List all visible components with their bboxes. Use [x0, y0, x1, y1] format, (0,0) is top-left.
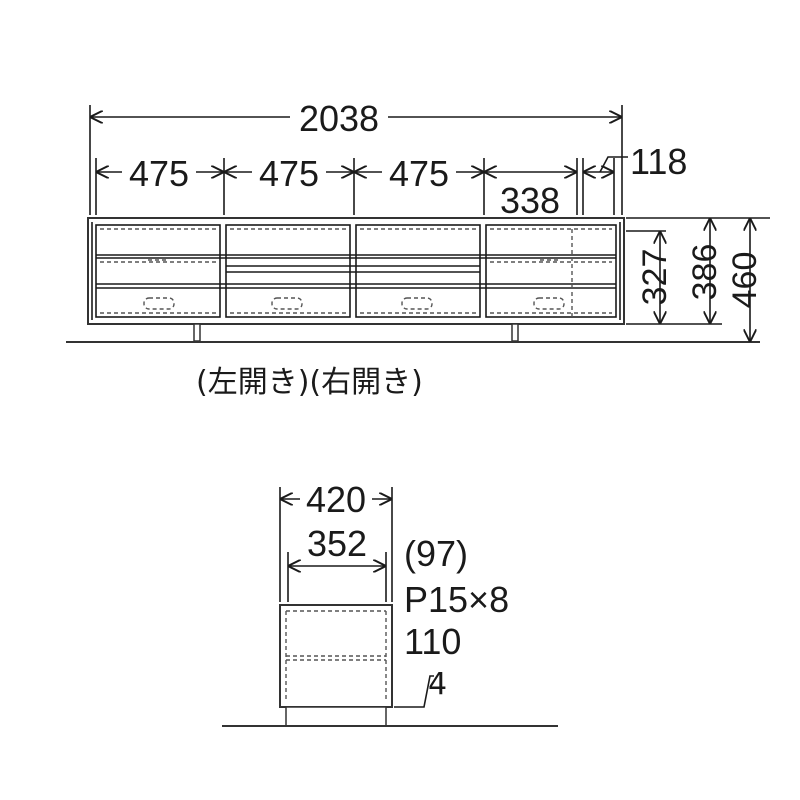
base-leader	[394, 675, 434, 708]
drawer-handles	[143, 259, 565, 310]
side-gap-label: 118	[630, 141, 687, 182]
note-pitch: P15×8	[404, 579, 509, 620]
height-327: 327	[636, 249, 674, 306]
height-460: 460	[726, 252, 764, 309]
depth-label: 420	[306, 479, 366, 520]
section-width-dimensions: 475 475 475 338 118	[96, 141, 687, 221]
overall-width-dimension: 2038	[90, 98, 622, 139]
depth-dimension: 420	[280, 479, 392, 520]
section-width-4: 338	[500, 180, 560, 221]
note-97: (97)	[404, 533, 468, 574]
note-110: 110	[404, 621, 461, 662]
height-dimensions: 327 386 460	[626, 217, 770, 342]
front-view: 2038 475 475 475 338 118	[66, 98, 770, 400]
base-mark: 4	[428, 667, 447, 702]
side-view: 420 352 (97) P15×8 110 4	[222, 479, 558, 727]
section-width-1: 475	[129, 153, 189, 194]
section-width-2: 475	[259, 153, 319, 194]
door-opening-labels: (左開き)(右開き)	[196, 365, 423, 400]
section-width-3: 475	[389, 153, 449, 194]
overall-width-label: 2038	[299, 98, 379, 139]
inner-depth-dimension: 352	[288, 523, 386, 566]
height-386: 386	[686, 244, 724, 301]
inner-depth-label: 352	[307, 523, 367, 564]
hidden-lines	[100, 228, 612, 317]
cabinet-compartments	[95, 224, 617, 318]
